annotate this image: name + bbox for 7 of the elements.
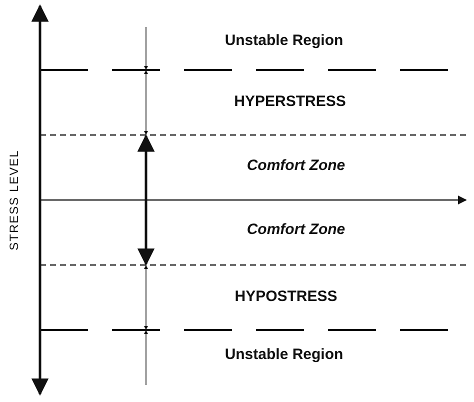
zone-label: HYPOSTRESS [234,288,338,306]
zone-label: Comfort Zone [246,157,346,175]
zone-label: Comfort Zone [246,221,346,239]
zone-label: Unstable Region [224,32,344,50]
zone-label: Unstable Region [224,346,344,364]
zone-label: HYPERSTRESS [233,93,347,111]
axis-label: STRESS LEVEL [6,148,22,252]
